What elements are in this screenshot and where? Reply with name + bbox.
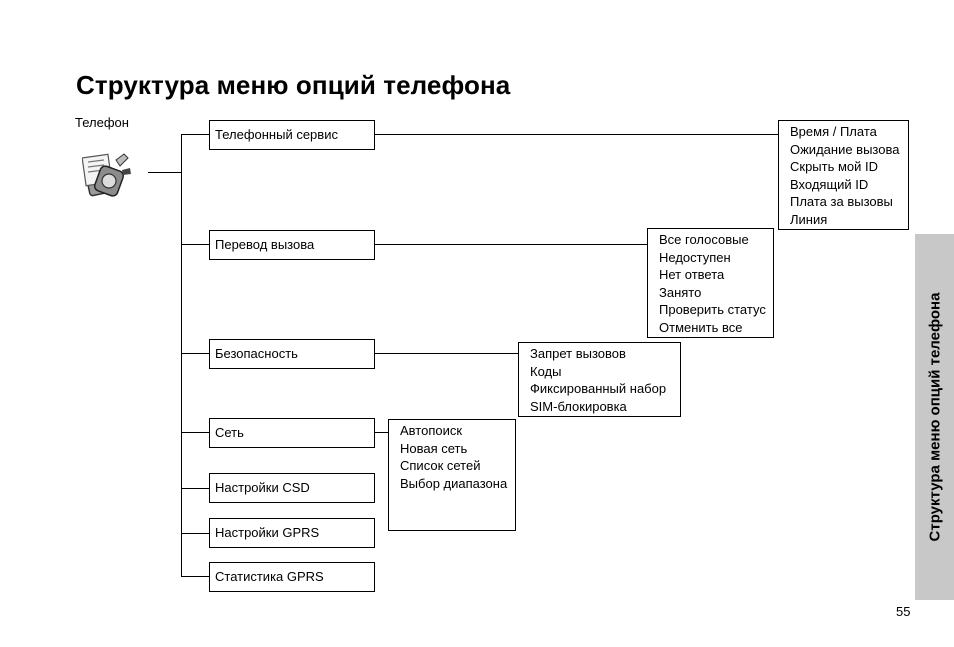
submenu-item[interactable]: Недоступен bbox=[659, 249, 731, 265]
root-label: Телефон bbox=[75, 115, 129, 130]
tree-trunk-line bbox=[181, 134, 182, 576]
menu-item-label: Телефонный сервис bbox=[215, 127, 338, 142]
submenu-item[interactable]: Проверить статус bbox=[659, 302, 766, 317]
branch-line bbox=[181, 488, 209, 489]
menu-item-network[interactable]: Сеть bbox=[209, 418, 375, 448]
branch-line bbox=[181, 576, 209, 577]
submenu-item[interactable]: Новая сеть bbox=[400, 440, 468, 456]
menu-item-label: Сеть bbox=[215, 425, 244, 440]
submenu-item[interactable]: Входящий ID bbox=[790, 176, 869, 192]
menu-item-label: Настройки CSD bbox=[215, 480, 310, 495]
submenu-connector-line bbox=[375, 244, 647, 245]
submenu-connector-line bbox=[375, 353, 518, 354]
submenu-item[interactable]: Ожидание вызова bbox=[790, 141, 900, 157]
menu-item-csd-settings[interactable]: Настройки CSD bbox=[209, 473, 375, 503]
submenu-item[interactable]: Запрет вызовов bbox=[530, 346, 626, 361]
submenu-item[interactable]: Выбор диапазона bbox=[400, 475, 508, 491]
submenu-item[interactable]: Нет ответа bbox=[659, 267, 725, 282]
submenu-item[interactable]: Коды bbox=[530, 363, 562, 379]
submenu-item[interactable]: Список сетей bbox=[400, 458, 481, 473]
menu-item-gprs-settings[interactable]: Настройки GPRS bbox=[209, 518, 375, 548]
menu-item-security[interactable]: Безопасность bbox=[209, 339, 375, 369]
menu-item-call-forwarding[interactable]: Перевод вызова bbox=[209, 230, 375, 260]
submenu-item[interactable]: Фиксированный набор bbox=[530, 381, 667, 396]
submenu-connector-line bbox=[375, 134, 778, 135]
phone-settings-icon bbox=[82, 153, 131, 197]
menu-item-label: Перевод вызова bbox=[215, 237, 315, 252]
branch-line bbox=[181, 353, 209, 354]
page-number: 55 bbox=[896, 604, 911, 619]
menu-item-label: Статистика GPRS bbox=[215, 569, 324, 584]
menu-item-label: Настройки GPRS bbox=[215, 525, 320, 540]
submenu-item[interactable]: Скрыть мой ID bbox=[790, 159, 879, 174]
branch-line bbox=[181, 244, 209, 245]
submenu-phone-service: Время / Плата Ожидание вызова Скрыть мой… bbox=[778, 120, 909, 230]
submenu-item[interactable]: Плата за вызовы bbox=[790, 194, 893, 209]
page-title: Структура меню опций телефона bbox=[76, 70, 511, 100]
root-connector-line bbox=[148, 172, 182, 173]
side-section-tab: Структура меню опций телефона bbox=[915, 234, 954, 600]
submenu-item[interactable]: Занято bbox=[659, 284, 702, 300]
branch-line bbox=[181, 533, 209, 534]
submenu-network: Автопоиск Новая сеть Список сетей Выбор … bbox=[388, 419, 516, 531]
submenu-item[interactable]: Линия bbox=[790, 211, 828, 227]
side-tab-label: Структура меню опций телефона bbox=[926, 292, 943, 542]
submenu-item[interactable]: Автопоиск bbox=[400, 423, 463, 438]
branch-line bbox=[181, 134, 209, 135]
menu-item-gprs-statistics[interactable]: Статистика GPRS bbox=[209, 562, 375, 592]
submenu-item[interactable]: Отменить все bbox=[659, 319, 743, 335]
menu-item-phone-service[interactable]: Телефонный сервис bbox=[209, 120, 375, 150]
submenu-item[interactable]: SIM-блокировка bbox=[530, 398, 627, 414]
submenu-item[interactable]: Время / Плата bbox=[790, 124, 877, 139]
menu-item-label: Безопасность bbox=[215, 346, 298, 361]
submenu-item[interactable]: Все голосовые bbox=[659, 232, 749, 247]
branch-line bbox=[181, 432, 209, 433]
submenu-connector-line bbox=[375, 432, 389, 433]
submenu-security: Запрет вызовов Коды Фиксированный набор … bbox=[518, 342, 681, 417]
submenu-call-forwarding: Все голосовые Недоступен Нет ответа Заня… bbox=[647, 228, 774, 338]
